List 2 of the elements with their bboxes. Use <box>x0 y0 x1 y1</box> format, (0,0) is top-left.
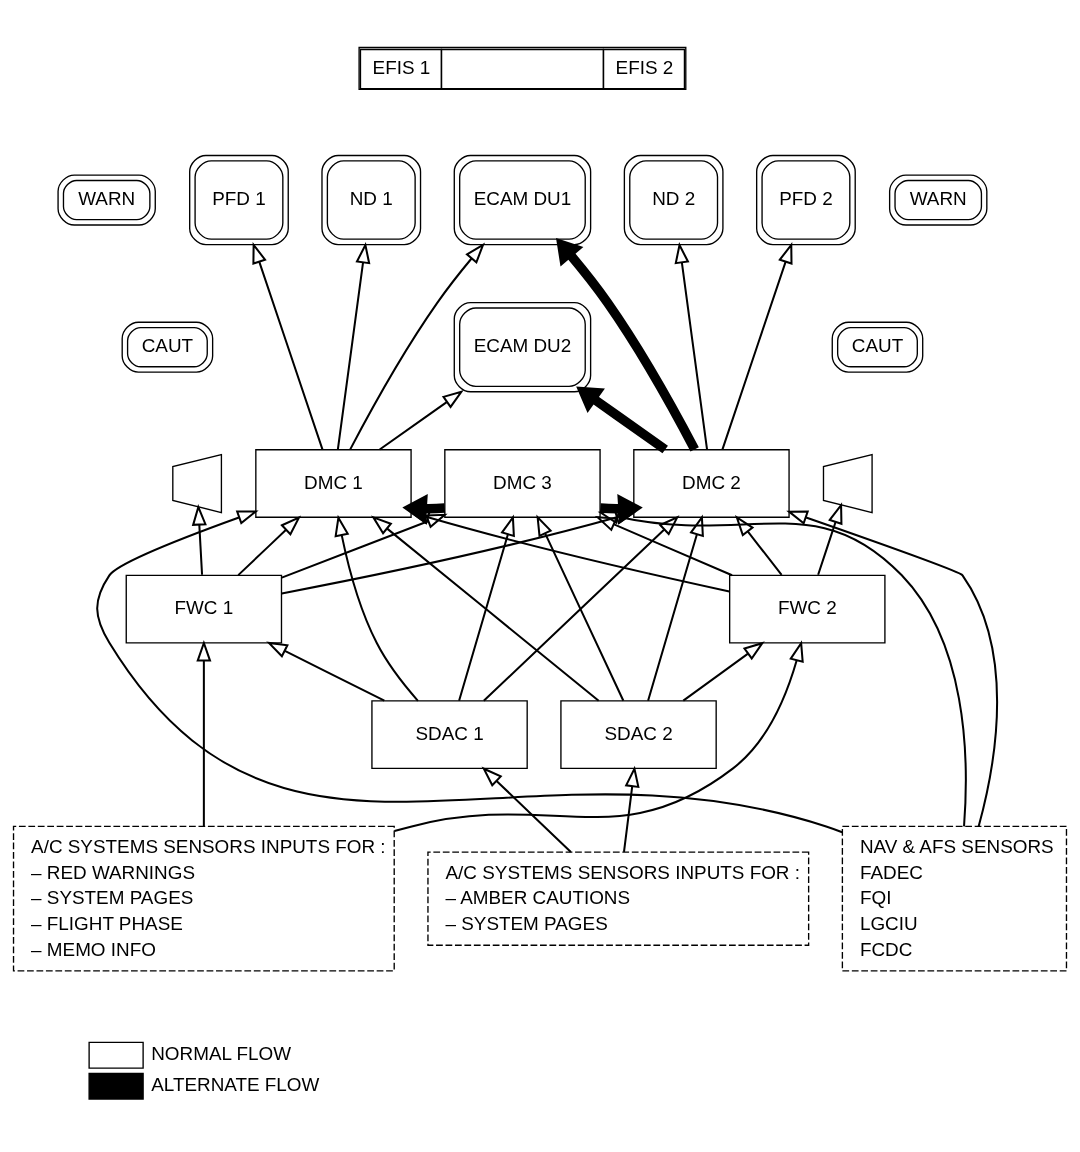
legend-label: NORMAL FLOW <box>151 1043 292 1065</box>
legend-label: ALTERNATE FLOW <box>151 1074 320 1096</box>
